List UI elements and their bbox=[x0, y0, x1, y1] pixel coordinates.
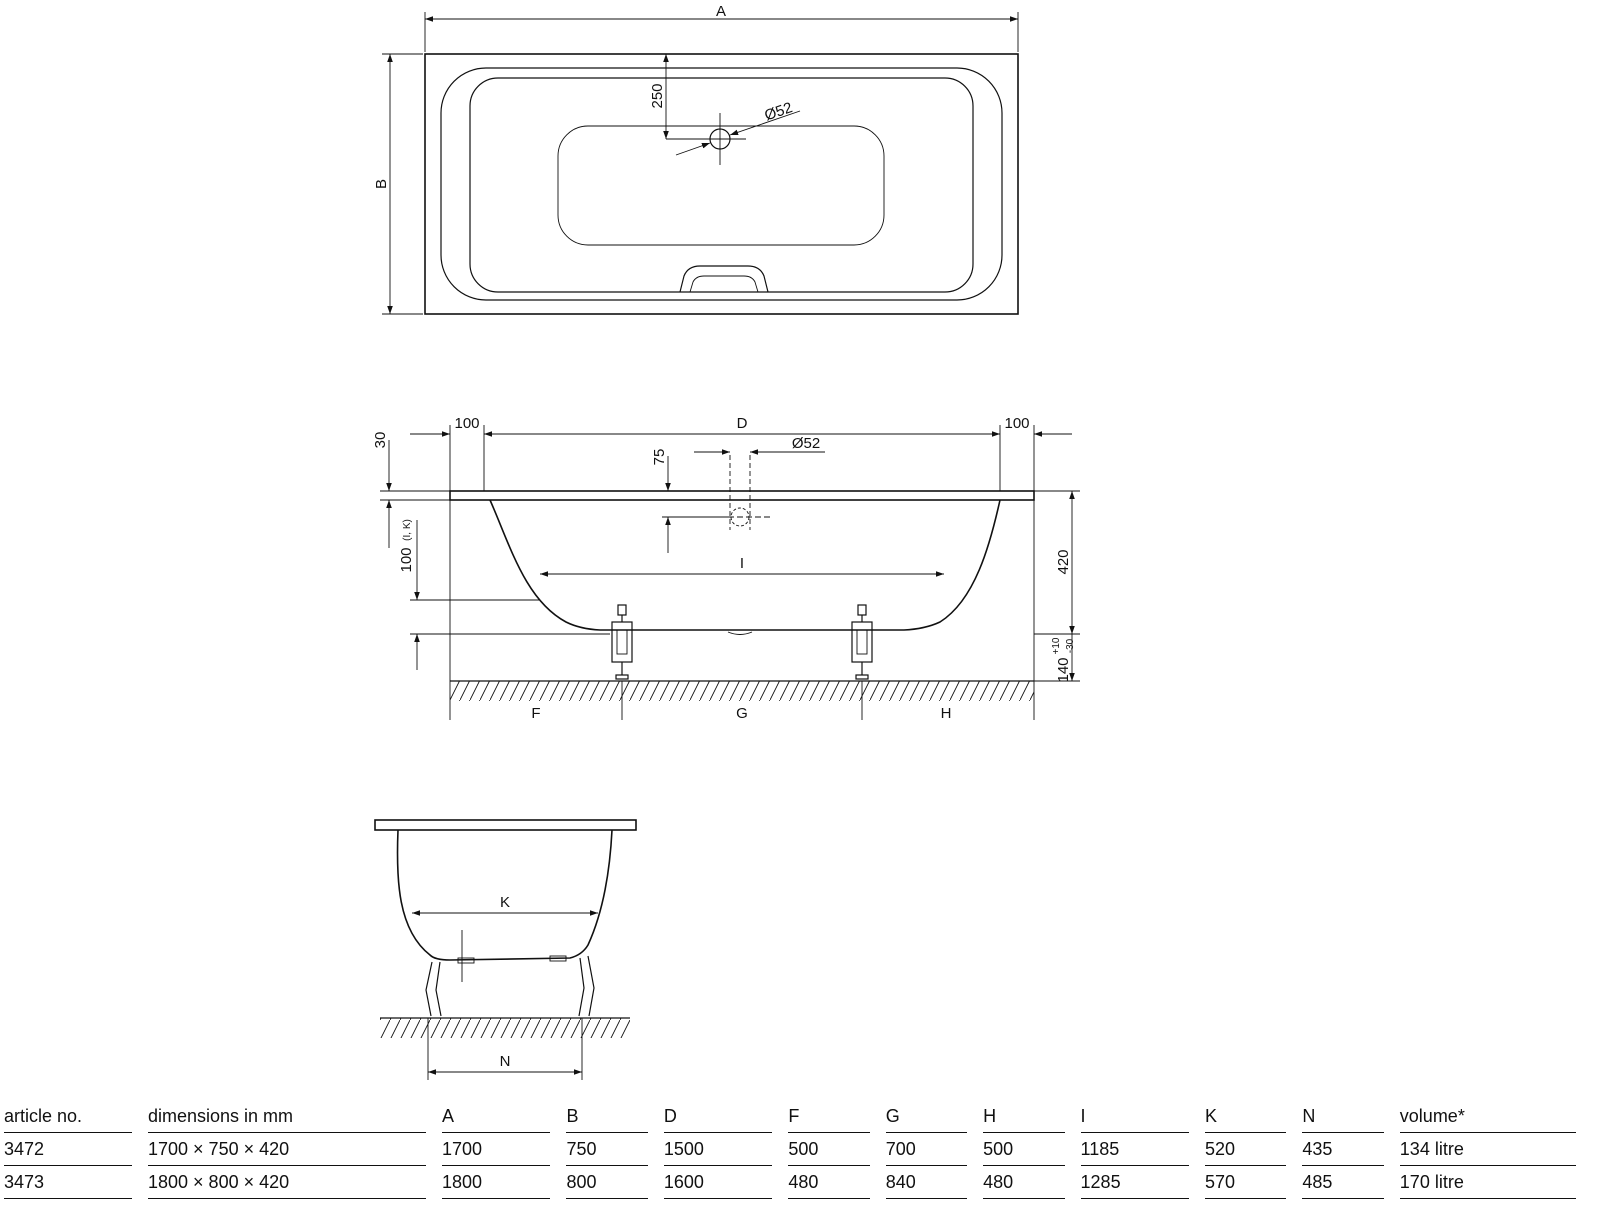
cell-b: 800 bbox=[566, 1166, 648, 1199]
col-dimensions: dimensions in mm bbox=[148, 1100, 426, 1133]
dim-g-label: G bbox=[736, 705, 748, 722]
dim-100-ik-label: 100 bbox=[398, 547, 415, 572]
foot-end-right bbox=[578, 955, 595, 1017]
top-view: A B 250 Ø52 bbox=[373, 3, 1019, 315]
dim-tol-plus: +10 bbox=[1051, 637, 1062, 654]
floor-hatch-side bbox=[450, 681, 1034, 701]
dim-ik-note: (I, K) bbox=[402, 519, 413, 541]
rim-side bbox=[449, 490, 1035, 501]
dim-n-label: N bbox=[500, 1053, 511, 1070]
cell-i: 1285 bbox=[1080, 1166, 1190, 1199]
cell-b: 750 bbox=[566, 1133, 648, 1166]
col-d: D bbox=[663, 1100, 773, 1133]
dim-d52-top-label: Ø52 bbox=[762, 99, 794, 124]
table-row: 3472 1700 × 750 × 420 1700 750 1500 500 … bbox=[4, 1133, 1576, 1166]
dim-f-label: F bbox=[531, 705, 540, 722]
col-h: H bbox=[983, 1100, 1065, 1133]
cell-volume: 134 litre bbox=[1399, 1133, 1576, 1166]
cell-a: 1700 bbox=[442, 1133, 551, 1166]
basin-top bbox=[469, 77, 974, 293]
col-volume: volume* bbox=[1399, 1100, 1576, 1133]
cell-i: 1185 bbox=[1080, 1133, 1190, 1166]
cell-article-no: 3473 bbox=[4, 1166, 132, 1199]
dim-250-label: 250 bbox=[649, 83, 666, 108]
rim-inner-top bbox=[440, 67, 1003, 301]
col-a: A bbox=[442, 1100, 551, 1133]
dim-30-label: 30 bbox=[372, 432, 389, 449]
cell-h: 500 bbox=[983, 1133, 1065, 1166]
end-view: K N bbox=[374, 819, 637, 1080]
col-i: I bbox=[1080, 1100, 1190, 1133]
dimension-table: article no. dimensions in mm A B D F G H… bbox=[0, 1100, 1592, 1199]
dim-75-label: 75 bbox=[651, 449, 668, 466]
col-article-no: article no. bbox=[4, 1100, 132, 1133]
tub-body-end bbox=[396, 829, 613, 961]
rim-end bbox=[374, 819, 637, 831]
technical-drawing: A B 250 Ø52 bbox=[372, 3, 1080, 1080]
tub-outline-top bbox=[424, 53, 1019, 315]
foot-left bbox=[611, 604, 633, 680]
dim-420-label: 420 bbox=[1055, 549, 1072, 574]
cell-volume: 170 litre bbox=[1399, 1166, 1576, 1199]
side-view: 100 D 100 Ø52 75 30 100 (I, K) I 420 bbox=[372, 415, 1080, 722]
dim-d-label: D bbox=[737, 415, 748, 432]
cell-d: 1500 bbox=[663, 1133, 773, 1166]
cell-h: 480 bbox=[983, 1166, 1065, 1199]
cell-f: 500 bbox=[788, 1133, 870, 1166]
cell-dimensions: 1800 × 800 × 420 bbox=[148, 1166, 426, 1199]
dim-b-label: B bbox=[373, 179, 390, 189]
cell-f: 480 bbox=[788, 1166, 870, 1199]
floor-hatch-end bbox=[380, 1018, 630, 1038]
bottom-plateau-top bbox=[557, 125, 885, 246]
dim-d52-side-label: Ø52 bbox=[792, 435, 820, 452]
cell-g: 840 bbox=[885, 1166, 968, 1199]
cell-k: 570 bbox=[1205, 1166, 1287, 1199]
dim-140-label: 140 bbox=[1055, 657, 1072, 682]
col-k: K bbox=[1205, 1100, 1287, 1133]
dim-100-right-label: 100 bbox=[1004, 415, 1029, 432]
cell-d: 1600 bbox=[663, 1166, 773, 1199]
cell-article-no: 3472 bbox=[4, 1133, 132, 1166]
dim-h-label: H bbox=[941, 705, 952, 722]
table-row: 3473 1800 × 800 × 420 1800 800 1600 480 … bbox=[4, 1166, 1576, 1199]
tub-body-side bbox=[489, 499, 1001, 631]
col-b: B bbox=[566, 1100, 648, 1133]
col-g: G bbox=[885, 1100, 968, 1133]
dim-i-label: I bbox=[740, 555, 744, 572]
dim-100-left-label: 100 bbox=[454, 415, 479, 432]
cell-n: 435 bbox=[1302, 1133, 1384, 1166]
grip-recess bbox=[679, 265, 769, 293]
cell-k: 520 bbox=[1205, 1133, 1287, 1166]
col-n: N bbox=[1302, 1100, 1384, 1133]
cell-n: 485 bbox=[1302, 1166, 1384, 1199]
table-header-row: article no. dimensions in mm A B D F G H… bbox=[4, 1100, 1576, 1133]
cell-g: 700 bbox=[885, 1133, 968, 1166]
foot-right bbox=[851, 604, 873, 680]
cell-dimensions: 1700 × 750 × 420 bbox=[148, 1133, 426, 1166]
cell-a: 1800 bbox=[442, 1166, 551, 1199]
foot-end-left bbox=[425, 961, 442, 1017]
dim-a-label: A bbox=[716, 3, 726, 20]
col-f: F bbox=[788, 1100, 870, 1133]
dim-tol-minus: -30 bbox=[1065, 638, 1076, 653]
dim-k-label: K bbox=[500, 894, 510, 911]
